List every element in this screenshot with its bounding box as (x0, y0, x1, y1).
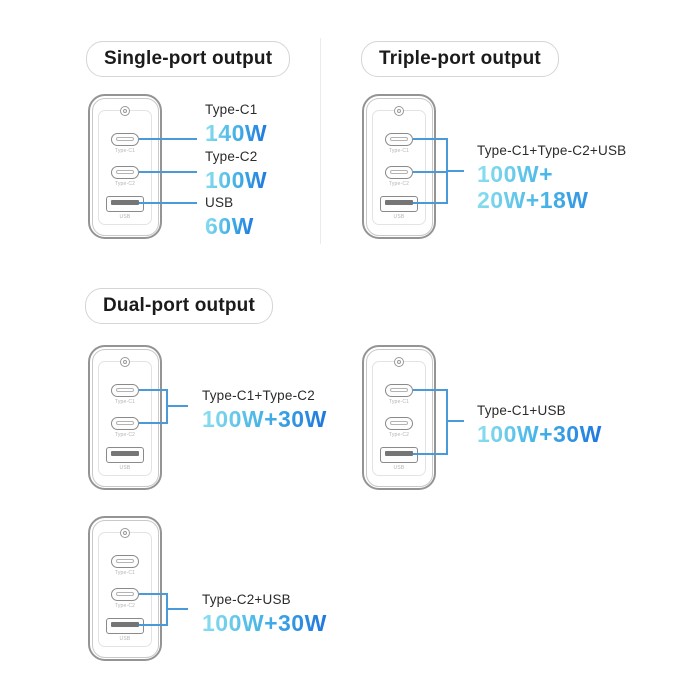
port-combo-label: Type-C2+USB (202, 592, 291, 607)
charger-graphic-triple: Type-C1 Type-C2 USB (362, 94, 436, 239)
callout-bracket-stub (413, 389, 448, 391)
type-c2-port-label: Type-C2 (388, 432, 410, 438)
watt-value: 100W+ 20W+18W (477, 161, 626, 213)
brand-logo-icon (120, 528, 130, 538)
type-c1-port-label: Type-C1 (114, 148, 136, 154)
type-c1-port (111, 384, 139, 397)
type-c1-port (385, 384, 413, 397)
watt-value: 60W (205, 213, 254, 239)
callout-line-type-c2 (139, 171, 197, 173)
type-c2-port (111, 417, 139, 430)
port-combo-label: Type-C1 (205, 102, 258, 117)
port-combo-label: Type-C1+Type-C2+USB (477, 143, 627, 158)
watt-value: 140W (205, 120, 268, 146)
port-combo-label: USB (205, 195, 234, 210)
type-c1-port-label: Type-C1 (388, 148, 410, 154)
usb-port-label: USB (393, 465, 405, 471)
usb-port-label: USB (119, 214, 131, 220)
callout-bracket-spine (446, 389, 448, 455)
callout-bracket-stub (139, 389, 168, 391)
type-c2-port-label: Type-C2 (388, 181, 410, 187)
type-c2-port-label: Type-C2 (114, 432, 136, 438)
watt-value: 100W (205, 167, 268, 193)
callout-bracket-pointer (166, 405, 188, 407)
callout-bracket-pointer (446, 420, 464, 422)
brand-logo-icon (394, 106, 404, 116)
charger-faceplate: Type-C1 Type-C2 USB (372, 357, 426, 476)
callout-bracket-pointer (446, 170, 464, 172)
charger-graphic-dual-c2usb: Type-C1 Type-C2 USB (88, 516, 162, 661)
usb-a-port (380, 447, 418, 463)
usb-a-port (380, 196, 418, 212)
callout-line-usb (139, 202, 197, 204)
usb-port-label: USB (393, 214, 405, 220)
charger-body-outline (91, 97, 159, 236)
usb-port-label: USB (119, 636, 131, 642)
callout-bracket-stub (413, 171, 448, 173)
callout-bracket-stub (413, 202, 448, 204)
type-c2-port (111, 588, 139, 601)
callout-group-dual-c1usb: Type-C1+USB 100W+30W (477, 403, 602, 447)
callout-group-single-c1: Type-C1 140W (205, 102, 267, 146)
type-c2-port (385, 166, 413, 179)
type-c2-port (111, 166, 139, 179)
watt-value: 100W+30W (477, 421, 602, 447)
type-c2-port (385, 417, 413, 430)
type-c1-port (385, 133, 413, 146)
callout-bracket-stub (139, 593, 168, 595)
port-combo-label: Type-C1+Type-C2 (202, 388, 315, 403)
usb-a-port (106, 618, 144, 634)
type-c1-port-label: Type-C1 (114, 570, 136, 576)
section-divider (320, 38, 321, 244)
usb-a-port (106, 196, 144, 212)
callout-group-dual-c2usb: Type-C2+USB 100W+30W (202, 592, 327, 636)
type-c2-port-label: Type-C2 (114, 181, 136, 187)
charger-body-outline (91, 519, 159, 658)
callout-bracket-pointer (166, 608, 188, 610)
charger-body-outline (91, 348, 159, 487)
charger-faceplate: Type-C1 Type-C2 USB (372, 106, 426, 225)
callout-group-single-c2: Type-C2 100W (205, 149, 267, 193)
callout-bracket-stub (413, 138, 448, 140)
watt-value: 100W+30W (202, 406, 327, 432)
type-c1-port-label: Type-C1 (114, 399, 136, 405)
charger-graphic-dual-c1usb: Type-C1 Type-C2 USB (362, 345, 436, 490)
brand-logo-icon (120, 106, 130, 116)
section-title-dual-port: Dual-port output (85, 288, 273, 324)
callout-bracket-stub (413, 453, 448, 455)
charger-graphic-dual-c1c2: Type-C1 Type-C2 USB (88, 345, 162, 490)
callout-line-type-c1 (139, 138, 197, 140)
charger-faceplate: Type-C1 Type-C2 USB (98, 106, 152, 225)
charger-faceplate: Type-C1 Type-C2 USB (98, 528, 152, 647)
type-c1-port (111, 133, 139, 146)
charger-body-outline (365, 348, 433, 487)
section-title-triple-port: Triple-port output (361, 41, 559, 77)
usb-a-port (106, 447, 144, 463)
brand-logo-icon (120, 357, 130, 367)
brand-logo-icon (394, 357, 404, 367)
port-combo-label: Type-C1+USB (477, 403, 566, 418)
callout-bracket-stub (139, 624, 168, 626)
watt-value: 100W+30W (202, 610, 327, 636)
type-c1-port (111, 555, 139, 568)
callout-bracket-stub (139, 422, 168, 424)
type-c1-port-label: Type-C1 (388, 399, 410, 405)
charger-body-outline (365, 97, 433, 236)
callout-group-dual-c1c2: Type-C1+Type-C2 100W+30W (202, 388, 327, 432)
callout-group-triple: Type-C1+Type-C2+USB 100W+ 20W+18W (477, 143, 626, 213)
callout-group-single-usb: USB 60W (205, 195, 254, 239)
usb-port-label: USB (119, 465, 131, 471)
charger-faceplate: Type-C1 Type-C2 USB (98, 357, 152, 476)
port-combo-label: Type-C2 (205, 149, 258, 164)
charger-graphic-single: Type-C1 Type-C2 USB (88, 94, 162, 239)
type-c2-port-label: Type-C2 (114, 603, 136, 609)
section-title-single-port: Single-port output (86, 41, 291, 77)
